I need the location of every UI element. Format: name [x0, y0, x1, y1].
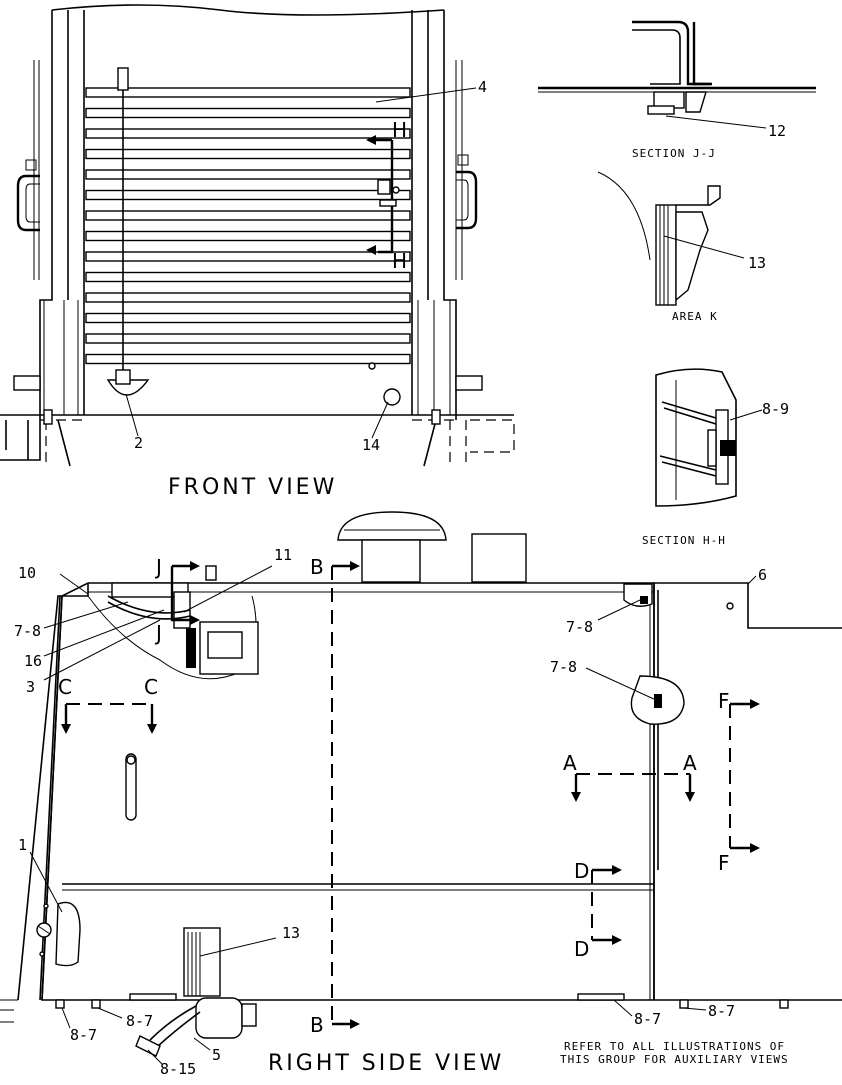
cut-marker-c-right: C	[144, 675, 158, 699]
cut-marker-j-top: J	[154, 555, 162, 579]
callout-7-8-left: 7-8	[14, 622, 41, 640]
callout-13-k: 13	[748, 254, 766, 272]
callout-8-7-b: 8-7	[126, 1012, 153, 1030]
section-hh-title: SECTION H-H	[642, 534, 726, 547]
front-view: 4 2 14 H H FRONT VIEW	[0, 4, 515, 500]
right-side-view-title: RIGHT SIDE VIEW	[268, 1051, 504, 1076]
radiator-fin	[85, 251, 411, 262]
cut-marker-h-bottom: H	[392, 249, 407, 273]
section-hh: 8-9 SECTION H-H	[642, 368, 789, 547]
callout-5: 5	[212, 1046, 221, 1064]
callout-10: 10	[18, 564, 36, 582]
note-line-2: THIS GROUP FOR AUXILIARY VIEWS	[560, 1053, 789, 1066]
radiator-fin	[85, 189, 411, 201]
callout-12: 12	[768, 122, 786, 140]
cut-marker-h-top: H	[392, 118, 407, 142]
callout-7-8-mid-right: 7-8	[550, 658, 577, 676]
callout-6: 6	[758, 566, 767, 584]
callout-16: 16	[24, 652, 42, 670]
cut-marker-b-bottom: B	[310, 1013, 324, 1037]
cut-marker-d-top: D	[574, 859, 589, 883]
callout-8-7-d: 8-7	[708, 1002, 735, 1020]
cut-marker-f-bottom: F	[718, 851, 730, 875]
callout-4: 4	[478, 78, 487, 96]
radiator-fin	[85, 333, 411, 344]
callout-11: 11	[274, 546, 292, 564]
radiator-fin	[85, 230, 411, 242]
front-view-title: FRONT VIEW	[168, 475, 337, 500]
radiator-fin	[85, 292, 411, 303]
radiator-fin	[85, 128, 411, 139]
callout-8-7-c: 8-7	[634, 1010, 661, 1028]
callout-8-7-a: 8-7	[70, 1026, 97, 1044]
radiator-fin	[85, 353, 411, 365]
note-line-1: REFER TO ALL ILLUSTRATIONS OF	[564, 1040, 785, 1053]
cut-marker-d-bottom: D	[574, 937, 589, 961]
radiator-fin	[85, 312, 411, 324]
radiator-fin	[85, 87, 411, 98]
section-jj-title: SECTION J-J	[632, 147, 716, 160]
cut-marker-c-left: C	[58, 675, 72, 699]
section-jj: 12 SECTION J-J	[538, 20, 816, 160]
callout-8-9: 8-9	[762, 400, 789, 418]
radiator-fin	[85, 210, 411, 221]
cut-marker-j-bottom: J	[154, 621, 162, 645]
callout-8-15: 8-15	[160, 1060, 196, 1078]
radiator-fin	[85, 169, 411, 180]
callout-13-side: 13	[282, 924, 300, 942]
right-side-view: B B J J C C A A	[0, 511, 842, 1078]
callout-3: 3	[26, 678, 35, 696]
radiator-fin	[85, 271, 411, 283]
cut-marker-a-right: A	[683, 751, 697, 775]
area-k-title: AREA K	[672, 310, 718, 323]
cut-marker-a-left: A	[563, 751, 577, 775]
cut-marker-f-top: F	[718, 689, 730, 713]
callout-1: 1	[18, 836, 27, 854]
radiator-fin	[85, 148, 411, 160]
area-k: 13 AREA K	[597, 171, 766, 323]
cut-marker-b-top: B	[310, 555, 324, 579]
radiator-fin	[85, 107, 411, 119]
callout-7-8-upper-right: 7-8	[566, 618, 593, 636]
callout-2: 2	[134, 434, 143, 452]
radiator-fins	[85, 87, 411, 365]
callout-14: 14	[362, 436, 380, 454]
